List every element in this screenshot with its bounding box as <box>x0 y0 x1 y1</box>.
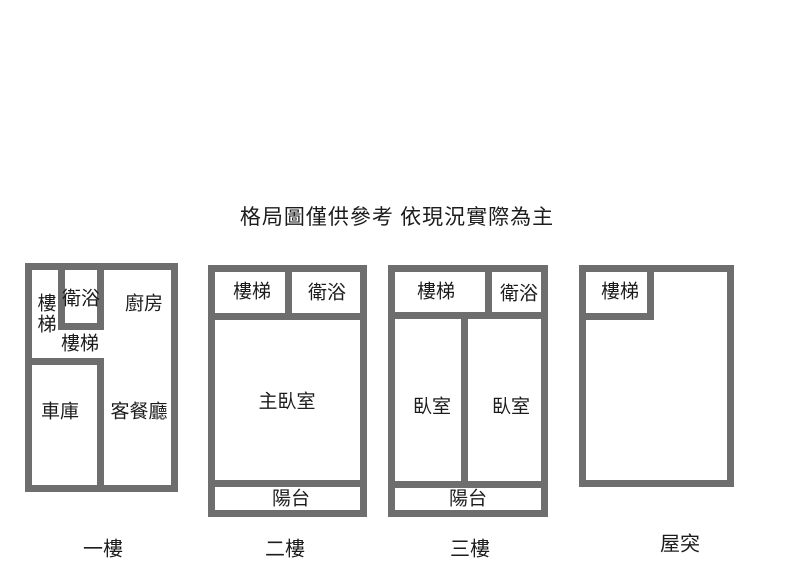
room-label-garage: 車庫 <box>40 401 80 423</box>
wall-3f-toprow-bottom <box>395 312 541 319</box>
floor-plan-2f: 樓梯 衛浴 主臥室 陽台 <box>208 265 367 517</box>
wall-1f-bathroom-right <box>97 270 104 330</box>
room-label-stairs-2f: 樓梯 <box>232 281 272 303</box>
room-label-bathroom-1f: 衛浴 <box>61 288 101 310</box>
room-label-stairs-3f: 樓梯 <box>416 281 456 303</box>
wall-3f-balcony <box>395 481 541 488</box>
room-label-kitchen: 廚房 <box>124 293 164 315</box>
disclaimer-title: 格局圖僅供參考 依現況實際為主 <box>239 205 555 229</box>
floor-plan-1f: 樓梯 衛浴 廚房 樓梯 車庫 客餐廳 <box>25 263 178 492</box>
wall-1f-middle <box>32 358 104 365</box>
wall-1f-bathroom-bottom <box>58 323 104 330</box>
floor-caption-roof: 屋突 <box>660 533 700 556</box>
room-label-master-bedroom: 主臥室 <box>258 391 316 413</box>
wall-2f-balcony <box>215 480 360 487</box>
wall-3f-toprow-divider <box>485 272 492 319</box>
room-label-balcony-2f: 陽台 <box>271 488 311 510</box>
room-label-bedroom-left: 臥室 <box>412 396 452 418</box>
wall-rf-stairs-right <box>647 272 654 320</box>
floor-caption-3f: 三樓 <box>450 538 490 561</box>
wall-1f-garage-right <box>97 358 104 485</box>
wall-rf-stairs-bottom <box>586 313 654 320</box>
room-label-living-dining: 客餐廳 <box>110 401 168 423</box>
room-label-stairs-side: 樓梯 <box>34 293 56 335</box>
wall-1f-bathroom-left <box>58 270 65 330</box>
wall-2f-toprow-divider <box>285 272 292 320</box>
room-label-stairs-mid: 樓梯 <box>60 333 100 355</box>
room-label-bathroom-3f: 衛浴 <box>499 283 539 305</box>
floor-plan-3f: 樓梯 衛浴 臥室 臥室 陽台 <box>388 265 548 517</box>
room-label-bathroom-2f: 衛浴 <box>307 282 347 304</box>
floor-plan-roof: 樓梯 <box>579 265 734 487</box>
room-label-stairs-roof: 樓梯 <box>600 281 640 303</box>
wall-2f-toprow-bottom <box>215 313 360 320</box>
floor-caption-1f: 一樓 <box>83 538 123 561</box>
wall-3f-bedroom-divider <box>461 312 468 488</box>
floor-caption-2f: 二樓 <box>265 538 305 561</box>
room-label-balcony-3f: 陽台 <box>448 488 488 510</box>
room-label-bedroom-right: 臥室 <box>491 396 531 418</box>
